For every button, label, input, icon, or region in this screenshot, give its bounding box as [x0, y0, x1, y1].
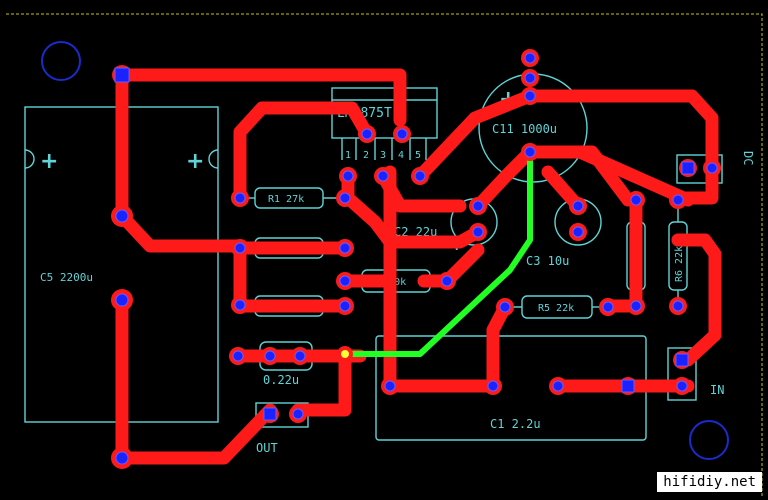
pad [619, 377, 637, 395]
pad [111, 289, 133, 311]
pad [599, 298, 617, 316]
pad [669, 297, 687, 315]
pad [337, 346, 353, 362]
in-connector-outline [667, 347, 697, 401]
pad [339, 167, 357, 185]
r1-label: R1 27k [268, 194, 304, 205]
pad [673, 351, 691, 369]
svg-text:+: + [186, 149, 204, 174]
pad [381, 377, 399, 395]
pad [569, 197, 587, 215]
pad [521, 49, 539, 67]
in-label: IN [710, 383, 724, 397]
r6-label: R6 22k [674, 246, 685, 282]
c5-label: C5 2200u [40, 271, 93, 284]
pad [703, 159, 721, 177]
pad [112, 65, 132, 85]
pad [469, 197, 487, 215]
pads [111, 49, 721, 469]
c11-label: C11 1000u [492, 122, 557, 136]
pad [261, 347, 279, 365]
pad [229, 347, 247, 365]
ic-pin-1: 1 [345, 150, 351, 161]
pad [521, 143, 539, 161]
watermark: hifidiy.net [657, 472, 762, 492]
mounting-hole-top-left [41, 41, 81, 81]
pad [569, 223, 587, 241]
c3-label: C3 10u [526, 254, 569, 268]
pad [393, 125, 411, 143]
ic-outline [331, 87, 438, 160]
dc-connector-outline [676, 154, 723, 184]
pad [521, 87, 539, 105]
board-outline [6, 13, 763, 496]
pad [336, 297, 354, 315]
mounting-hole-bottom-right [689, 420, 729, 460]
svg-text:+: + [40, 149, 58, 174]
pad [261, 405, 279, 423]
ic-pin-2: 2 [363, 150, 369, 161]
pad [411, 167, 429, 185]
r5-label: R5 22k [538, 303, 574, 314]
pad [549, 377, 567, 395]
pad [374, 167, 392, 185]
pad [669, 191, 687, 209]
pad [111, 447, 133, 469]
ic-pin-4: 4 [398, 150, 404, 161]
pad [336, 239, 354, 257]
pad [336, 272, 354, 290]
pad [289, 405, 307, 423]
c1-label: C1 2.2u [490, 417, 541, 431]
pad [231, 239, 249, 257]
ic-pin-3: 3 [380, 150, 386, 161]
pad [679, 159, 697, 177]
ic-pin-5: 5 [415, 150, 421, 161]
pad [627, 297, 645, 315]
out-label: OUT [256, 441, 278, 455]
pad [521, 69, 539, 87]
pad [231, 296, 249, 314]
pad [484, 377, 502, 395]
pad [496, 298, 514, 316]
pad [358, 125, 376, 143]
c-small-label: 0.22u [263, 373, 299, 387]
pad [438, 272, 456, 290]
pad [469, 223, 487, 241]
pad [231, 189, 249, 207]
dc-label: DC [741, 151, 755, 165]
pad [111, 205, 133, 227]
pad [336, 189, 354, 207]
copper-traces [115, 68, 722, 465]
pad [627, 191, 645, 209]
pad [673, 377, 691, 395]
pad [291, 347, 309, 365]
ground-link [342, 149, 533, 357]
